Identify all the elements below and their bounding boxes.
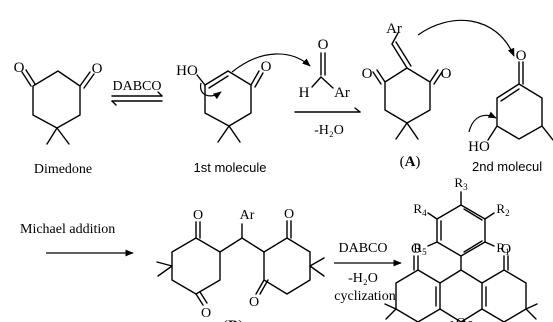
aldehyde-structure: O H Ar — [299, 37, 350, 101]
compound-b-label: (B) — [223, 318, 243, 322]
compound-b-oxygen-4: O — [249, 295, 259, 310]
compound-b-oxygen-3: O — [201, 306, 211, 321]
second-molecule-label: 2nd molecul — [472, 159, 542, 174]
aldehyde-hydrogen: H — [299, 85, 310, 101]
electron-push-arrow-1 — [199, 82, 222, 100]
product-r3: R3 — [454, 175, 468, 192]
condensation-arrow-head — [354, 107, 361, 113]
compound-b-oxygen-2: O — [284, 207, 294, 222]
michael-addition-label: Michael addition — [20, 222, 115, 237]
first-molecule-structure: HO O — [176, 59, 272, 143]
first-molecule-label: 1st molecule — [194, 160, 267, 175]
second-molecule-structure: O HO — [468, 48, 553, 155]
dabco-label-1: DABCO — [112, 79, 161, 94]
product-number-label: 1-10 — [448, 319, 474, 322]
electron-push-arrow-2 — [231, 53, 311, 73]
dimedone-oxygen-right: O — [92, 61, 103, 77]
compound-b-oxygen-1: O — [193, 208, 203, 223]
product-ring-oxygen: O — [456, 316, 466, 322]
product-r2: R2 — [496, 201, 509, 218]
first-molecule-hydroxyl: HO — [176, 63, 198, 79]
product-r5: R5 — [413, 240, 427, 257]
compound-b-aryl: Ar — [240, 208, 255, 223]
product-r1: R1 — [496, 240, 509, 257]
compound-a-oxygen-left: O — [362, 66, 373, 82]
condensation-water-loss: -H₂O — [314, 123, 344, 138]
aldehyde-oxygen: O — [318, 37, 329, 53]
compound-a-structure: Ar O O — [362, 21, 452, 140]
product-structure: R3 R4 R2 R5 R1 O O O — [384, 175, 538, 322]
dimedone-label: Dimedone — [34, 162, 92, 177]
product-oxygen-left: O — [411, 242, 421, 257]
product-r4: R4 — [413, 201, 427, 218]
compound-b-structure: O Ar O O O — [156, 207, 325, 321]
electron-push-arrow-3 — [417, 19, 515, 57]
cyclization-label: cyclization — [334, 289, 395, 304]
first-molecule-oxygen: O — [261, 59, 272, 75]
equilibrium-arrows — [111, 91, 163, 106]
electron-push-arrow-4 — [468, 111, 497, 133]
dimedone-oxygen-left: O — [14, 60, 25, 76]
dabco-label-2: DABCO — [338, 241, 387, 256]
second-molecule-oxygen: O — [516, 48, 527, 64]
compound-a-aryl: Ar — [386, 21, 402, 37]
compound-a-oxygen-right: O — [441, 66, 452, 82]
aldehyde-aryl: Ar — [334, 85, 350, 101]
product-oxygen-right: O — [501, 242, 511, 257]
final-water-loss: -H₂O — [348, 271, 378, 286]
dimedone-structure: O O — [14, 60, 103, 145]
compound-a-label: (A) — [400, 154, 421, 170]
second-molecule-hydroxyl: HO — [468, 139, 490, 155]
